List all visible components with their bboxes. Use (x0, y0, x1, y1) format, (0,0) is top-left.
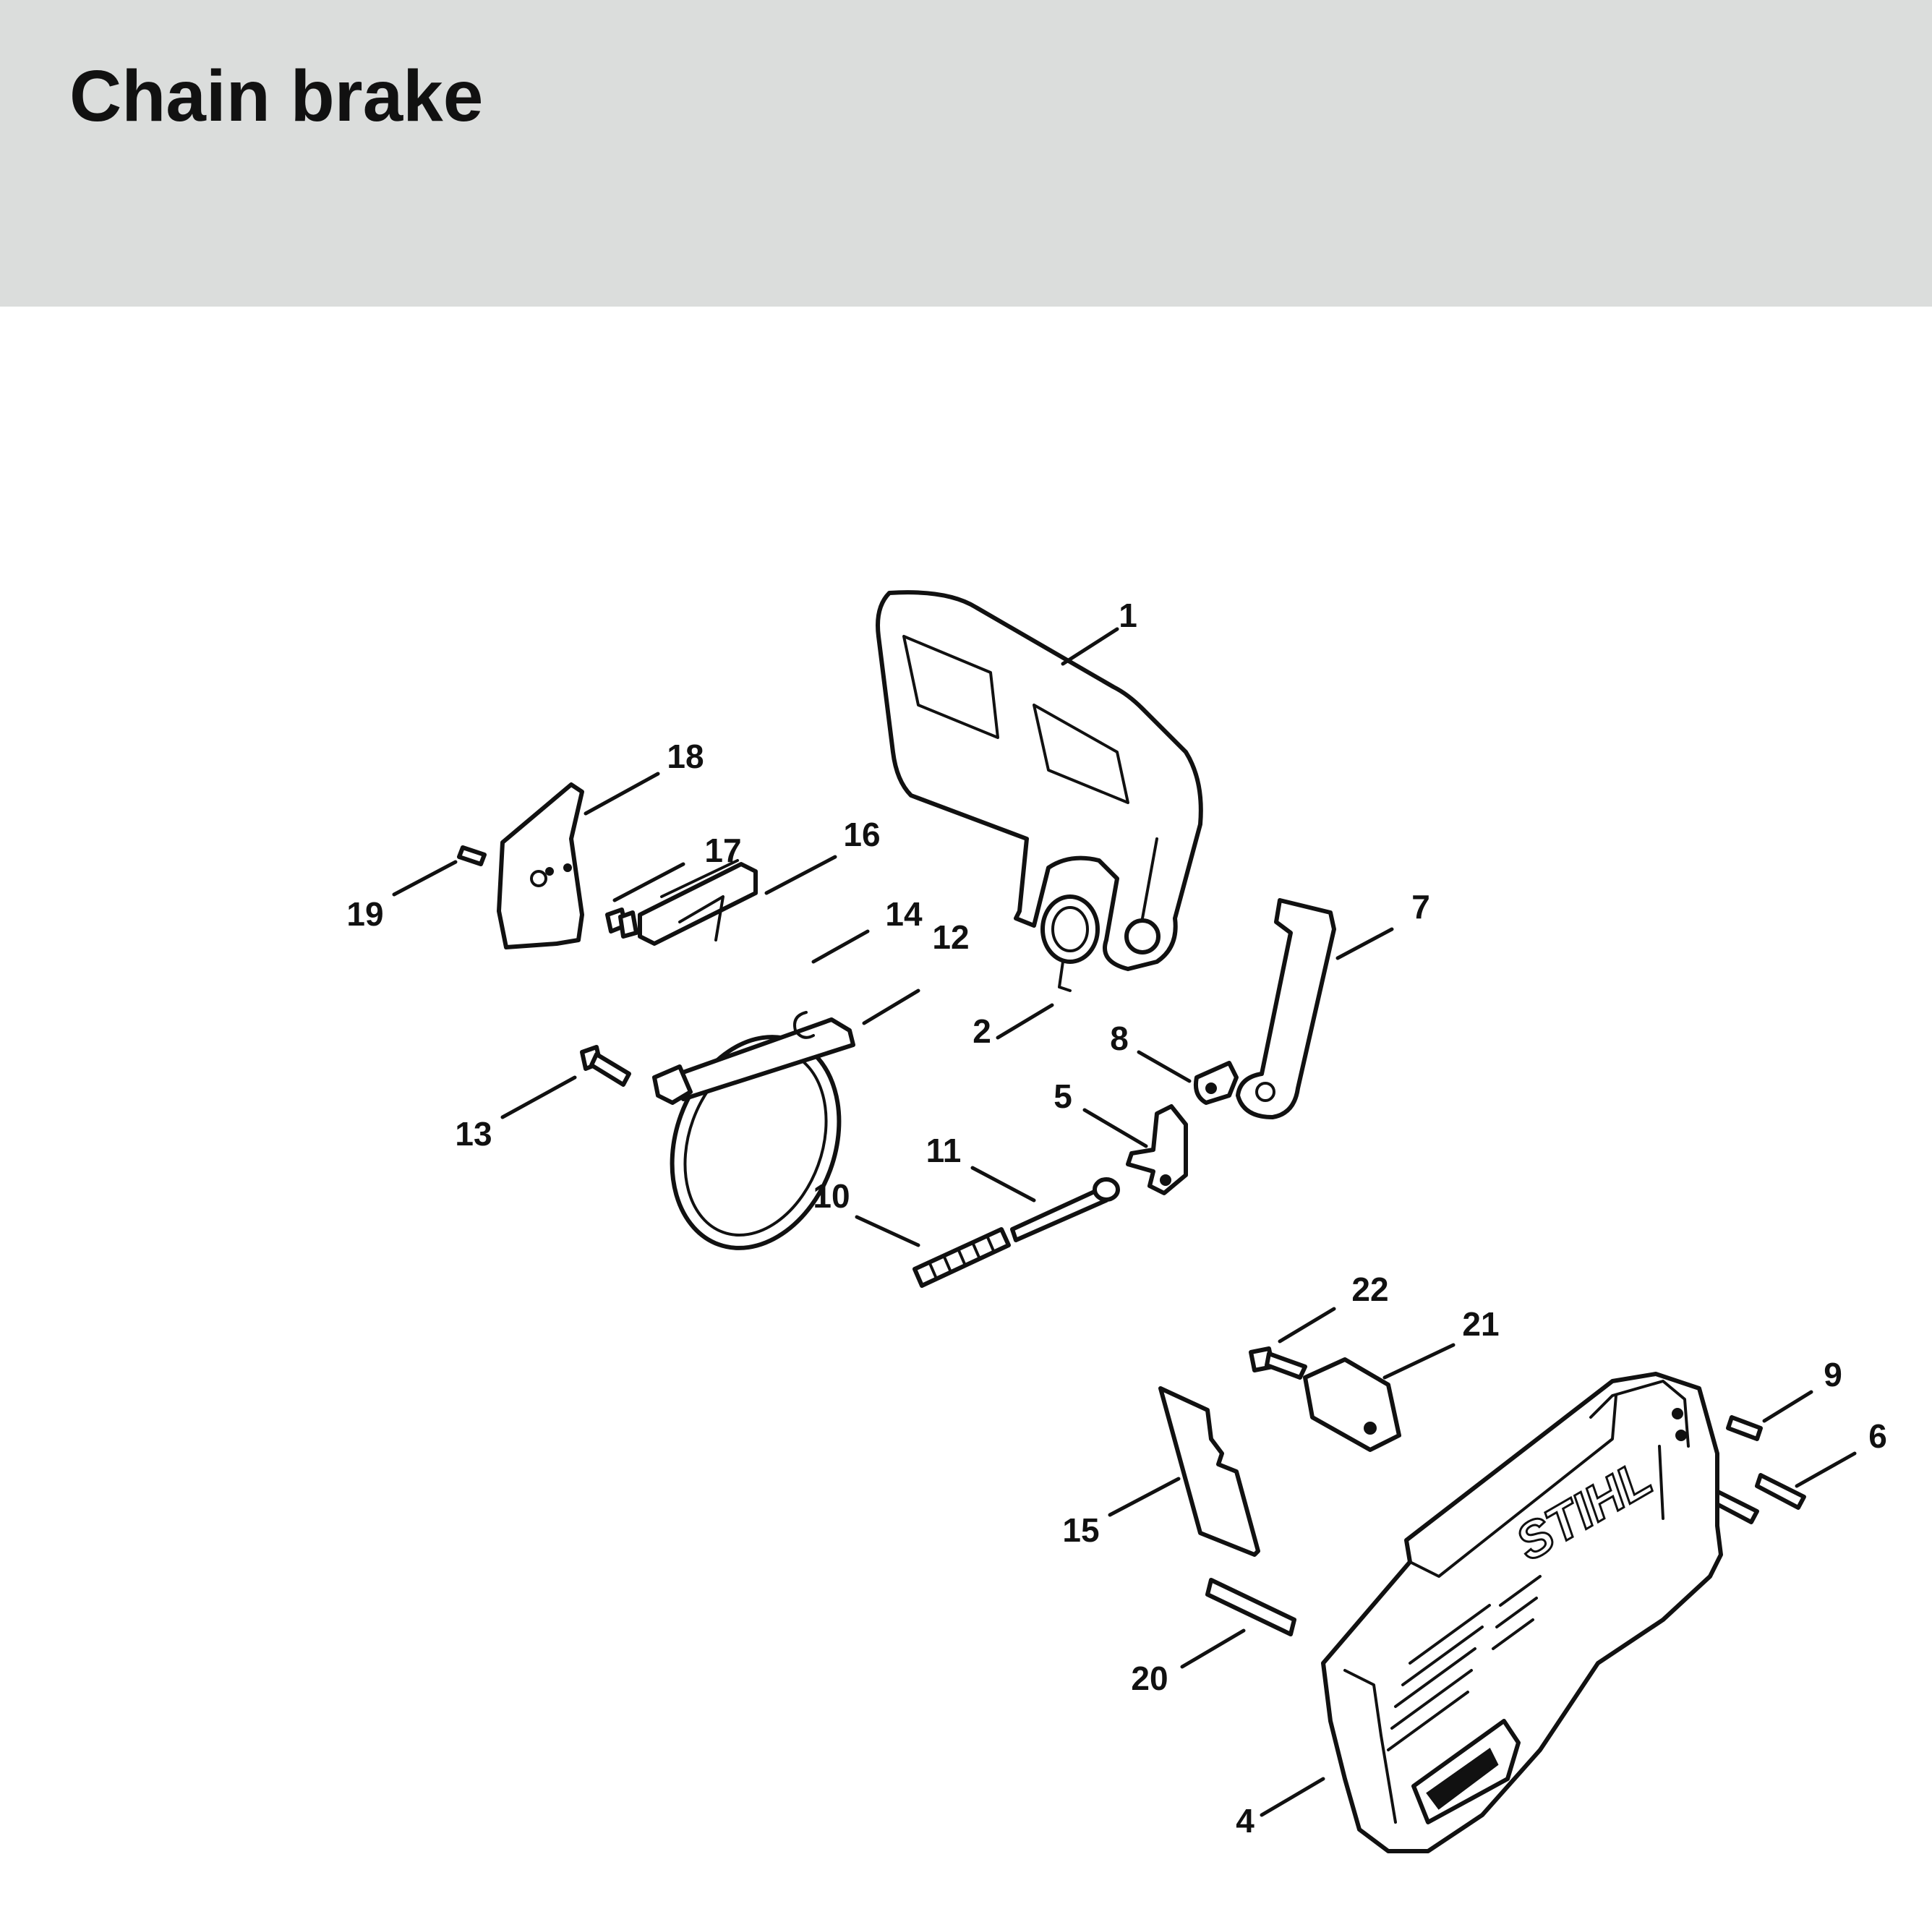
callout-13: 13 (455, 1115, 492, 1153)
part-13-screw[interactable] (580, 1045, 631, 1087)
callout-9: 9 (1824, 1356, 1842, 1393)
callout-20: 20 (1131, 1660, 1168, 1697)
part-2-spring[interactable] (1040, 894, 1100, 992)
callout-19: 19 (346, 895, 383, 933)
callout-numbers: 1 2 4 5 6 7 8 9 10 11 12 13 14 15 16 17 … (346, 597, 1886, 1840)
part-5-pawl[interactable] (1126, 1104, 1188, 1195)
part-17-screw[interactable] (605, 907, 638, 939)
callout-6: 6 (1868, 1417, 1887, 1455)
part-22-screw[interactable] (1249, 1346, 1307, 1380)
callout-15: 15 (1062, 1511, 1099, 1549)
part-14-clip[interactable] (793, 1011, 815, 1039)
callout-11: 11 (926, 1132, 962, 1169)
callout-18: 18 (667, 738, 704, 775)
part-11-rod[interactable] (1010, 1177, 1120, 1242)
part-9-pin[interactable] (1726, 1415, 1763, 1441)
part-15-plate[interactable] (1158, 1386, 1260, 1557)
part-21-block[interactable] (1303, 1357, 1401, 1452)
part-6-pins[interactable] (1708, 1473, 1806, 1524)
part-8-cam[interactable] (1193, 1061, 1239, 1105)
part-1-hand-guard[interactable] (876, 590, 1203, 971)
callout-5: 5 (1053, 1077, 1072, 1115)
part-4-sprocket-cover[interactable]: STIHL (1321, 1372, 1723, 1853)
part-19-pin[interactable] (457, 845, 487, 866)
callout-16: 16 (843, 816, 880, 853)
leader-lines (392, 627, 1857, 1817)
callout-22: 22 (1351, 1270, 1388, 1308)
callout-7: 7 (1411, 888, 1430, 926)
part-18-plate[interactable] (497, 782, 584, 949)
callout-1: 1 (1119, 597, 1137, 634)
page-title: Chain brake (69, 56, 484, 137)
part-10-spring[interactable] (912, 1227, 1011, 1288)
callout-8: 8 (1110, 1020, 1129, 1057)
callout-2: 2 (973, 1012, 991, 1050)
part-7-lever[interactable] (1236, 898, 1336, 1119)
callout-14: 14 (885, 895, 923, 933)
callout-17: 17 (704, 832, 741, 869)
callout-21: 21 (1462, 1305, 1499, 1343)
callout-10: 10 (813, 1177, 850, 1215)
header-band: Chain brake (0, 0, 1932, 307)
part-12-brake-band[interactable] (644, 1013, 867, 1271)
part-16-slide[interactable] (638, 859, 758, 946)
part-20-pin[interactable] (1205, 1578, 1296, 1636)
callout-4: 4 (1236, 1802, 1254, 1840)
callout-12: 12 (932, 918, 969, 956)
